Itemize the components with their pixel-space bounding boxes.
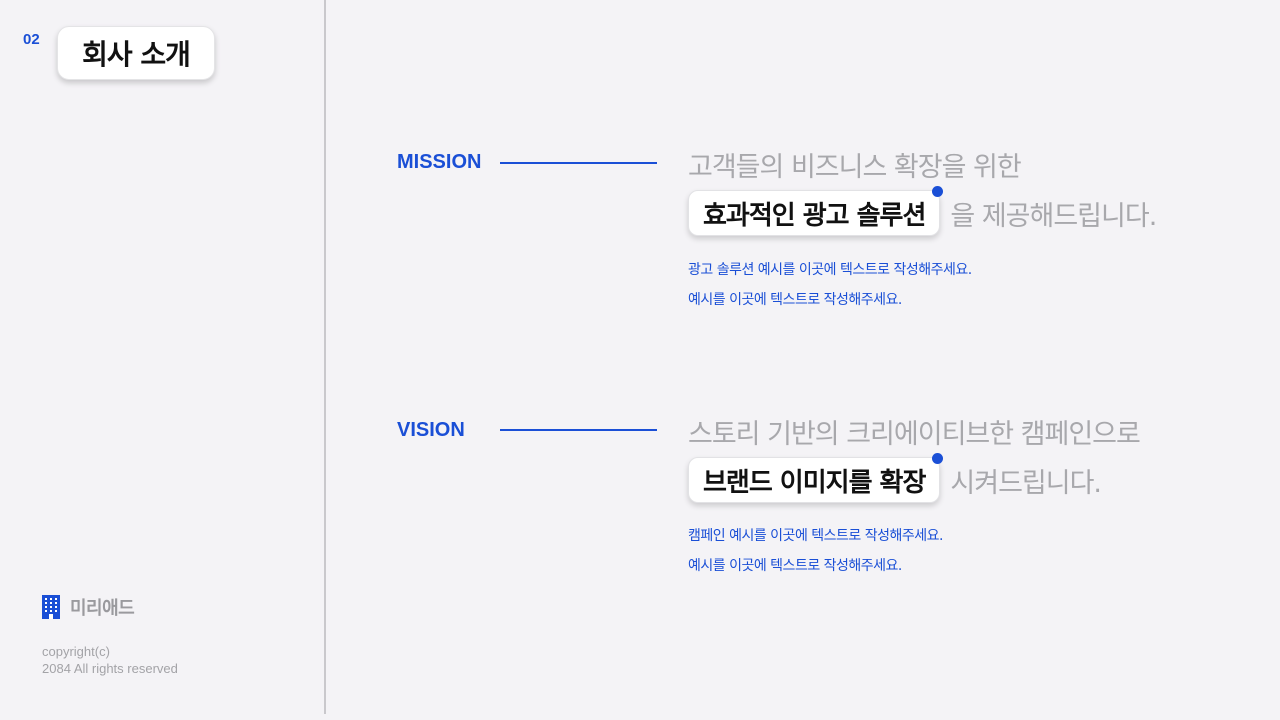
vision-label: VISION — [397, 419, 465, 441]
building-icon — [42, 595, 60, 619]
vision-highlight-chip: 브랜드 이미지를 확장 — [688, 453, 944, 503]
vision-descriptions: 캠페인 예시를 이곳에 텍스트로 작성해주세요. 예시를 이곳에 텍스트로 작성… — [688, 521, 943, 581]
mission-line — [500, 162, 657, 164]
mission-highlight-chip: 효과적인 광고 솔루션 — [688, 186, 944, 236]
vision-desc-2: 예시를 이곳에 텍스트로 작성해주세요. — [688, 558, 902, 574]
copyright-line-2: 2084 All rights reserved — [42, 661, 178, 676]
mission-highlight-row: 효과적인 광고 솔루션 을 제공해드립니다. — [688, 186, 1157, 236]
mission-tail: 을 제공해드립니다. — [950, 200, 1157, 232]
slide-title: 회사 소개 — [57, 26, 215, 80]
mission-highlight-text: 효과적인 광고 솔루션 — [703, 200, 926, 231]
vision-headline: 스토리 기반의 크리에이티브한 캠페인으로 — [688, 419, 1141, 450]
mission-desc-1: 광고 솔루션 예시를 이곳에 텍스트로 작성해주세요. — [688, 262, 972, 278]
mission-label: MISSION — [397, 151, 482, 173]
dot-icon — [932, 186, 944, 197]
brand: 미리애드 — [42, 594, 135, 620]
page-number: 02 — [23, 31, 40, 48]
vision-desc-1: 캠페인 예시를 이곳에 텍스트로 작성해주세요. — [688, 528, 943, 544]
copyright-line-1: copyright(c) — [42, 644, 110, 659]
brand-name: 미리애드 — [70, 598, 135, 619]
mission-desc-2: 예시를 이곳에 텍스트로 작성해주세요. — [688, 292, 902, 308]
mission-headline: 고객들의 비즈니스 확장을 위한 — [688, 152, 1022, 183]
vertical-divider — [324, 0, 326, 714]
vision-highlight-row: 브랜드 이미지를 확장 시켜드립니다. — [688, 453, 1102, 503]
copyright: copyright(c) 2084 All rights reserved — [42, 643, 178, 677]
vision-tail: 시켜드립니다. — [950, 467, 1102, 499]
vision-line — [500, 429, 657, 431]
dot-icon — [932, 453, 944, 464]
mission-descriptions: 광고 솔루션 예시를 이곳에 텍스트로 작성해주세요. 예시를 이곳에 텍스트로… — [688, 255, 972, 315]
vision-highlight-text: 브랜드 이미지를 확장 — [703, 467, 926, 498]
